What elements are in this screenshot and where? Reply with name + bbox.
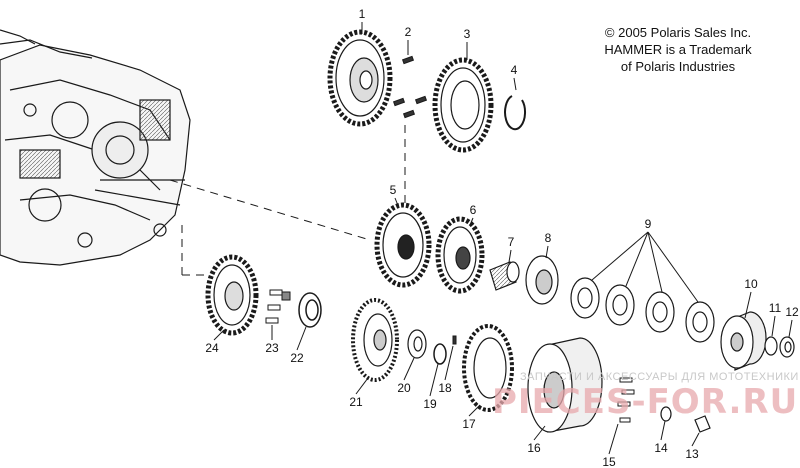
callout-18: 18 bbox=[438, 381, 452, 395]
callout-4: 4 bbox=[511, 63, 518, 77]
part-13-bolt bbox=[694, 415, 711, 433]
part-19-clip bbox=[433, 343, 447, 365]
callout-17: 17 bbox=[462, 417, 476, 431]
callout-15: 15 bbox=[602, 455, 616, 468]
part-6-gear bbox=[435, 216, 485, 294]
callout-3: 3 bbox=[464, 27, 471, 41]
callout-9: 9 bbox=[645, 217, 652, 231]
callout-7: 7 bbox=[508, 235, 515, 249]
engine-block bbox=[0, 29, 191, 266]
copyright-line-2: HAMMER is a Trademark bbox=[604, 42, 752, 57]
part-2-pins bbox=[392, 55, 428, 119]
watermark-logo: PIECES-FOR.RU bbox=[492, 382, 799, 422]
copyright-line-3: of Polaris Industries bbox=[620, 59, 736, 74]
part-8-hub bbox=[525, 255, 559, 305]
callout-24: 24 bbox=[205, 341, 219, 355]
part-16-housing bbox=[527, 337, 603, 433]
callout-19: 19 bbox=[423, 397, 437, 411]
copyright-notice: © 2005 Polaris Sales Inc. HAMMER is a Tr… bbox=[578, 24, 778, 75]
part-12-nut bbox=[779, 336, 795, 358]
callout-labels: 1 2 3 4 5 6 7 8 9 10 11 12 13 14 15 16 1… bbox=[205, 7, 799, 468]
part-22-bearing bbox=[298, 292, 322, 328]
part-4-snap-ring bbox=[504, 95, 527, 131]
part-1-gear bbox=[327, 29, 393, 127]
callout-23: 23 bbox=[265, 341, 279, 355]
copyright-line-1: © 2005 Polaris Sales Inc. bbox=[604, 25, 752, 40]
part-5-gear bbox=[374, 202, 432, 288]
assembly-lines bbox=[169, 125, 406, 276]
part-11-washer bbox=[764, 336, 778, 356]
part-20-washer bbox=[407, 329, 427, 359]
part-3-ring-gear bbox=[432, 57, 494, 153]
callout-5: 5 bbox=[390, 183, 397, 197]
callout-10: 10 bbox=[744, 277, 758, 291]
callout-6: 6 bbox=[470, 203, 477, 217]
callout-leaders bbox=[213, 22, 793, 455]
part-7-bearing bbox=[489, 261, 520, 291]
callout-13: 13 bbox=[685, 447, 699, 461]
callout-16: 16 bbox=[527, 441, 541, 455]
part-10-drum bbox=[720, 311, 767, 371]
callout-22: 22 bbox=[290, 351, 304, 365]
callout-8: 8 bbox=[545, 231, 552, 245]
callout-12: 12 bbox=[785, 305, 799, 319]
part-15-bolts bbox=[617, 377, 635, 423]
callout-20: 20 bbox=[397, 381, 411, 395]
callout-2: 2 bbox=[405, 25, 412, 39]
part-9-washers bbox=[570, 277, 715, 343]
watermark-tagline: ЗАПЧАСТИ И АКСЕССУАРЫ ДЛЯ МОТОТЕХНИКИ bbox=[520, 371, 799, 383]
part-21-gear bbox=[351, 298, 399, 382]
callout-11: 11 bbox=[769, 301, 782, 315]
part-18-pin bbox=[452, 335, 457, 345]
part-24-gear bbox=[205, 254, 259, 336]
callout-1: 1 bbox=[359, 7, 366, 21]
part-9-leader-lines bbox=[591, 231, 699, 303]
part-14-washer bbox=[660, 406, 672, 422]
callout-21: 21 bbox=[349, 395, 363, 409]
part-23-bolts bbox=[265, 289, 291, 324]
part-17-gear bbox=[462, 324, 514, 412]
callout-14: 14 bbox=[654, 441, 668, 455]
